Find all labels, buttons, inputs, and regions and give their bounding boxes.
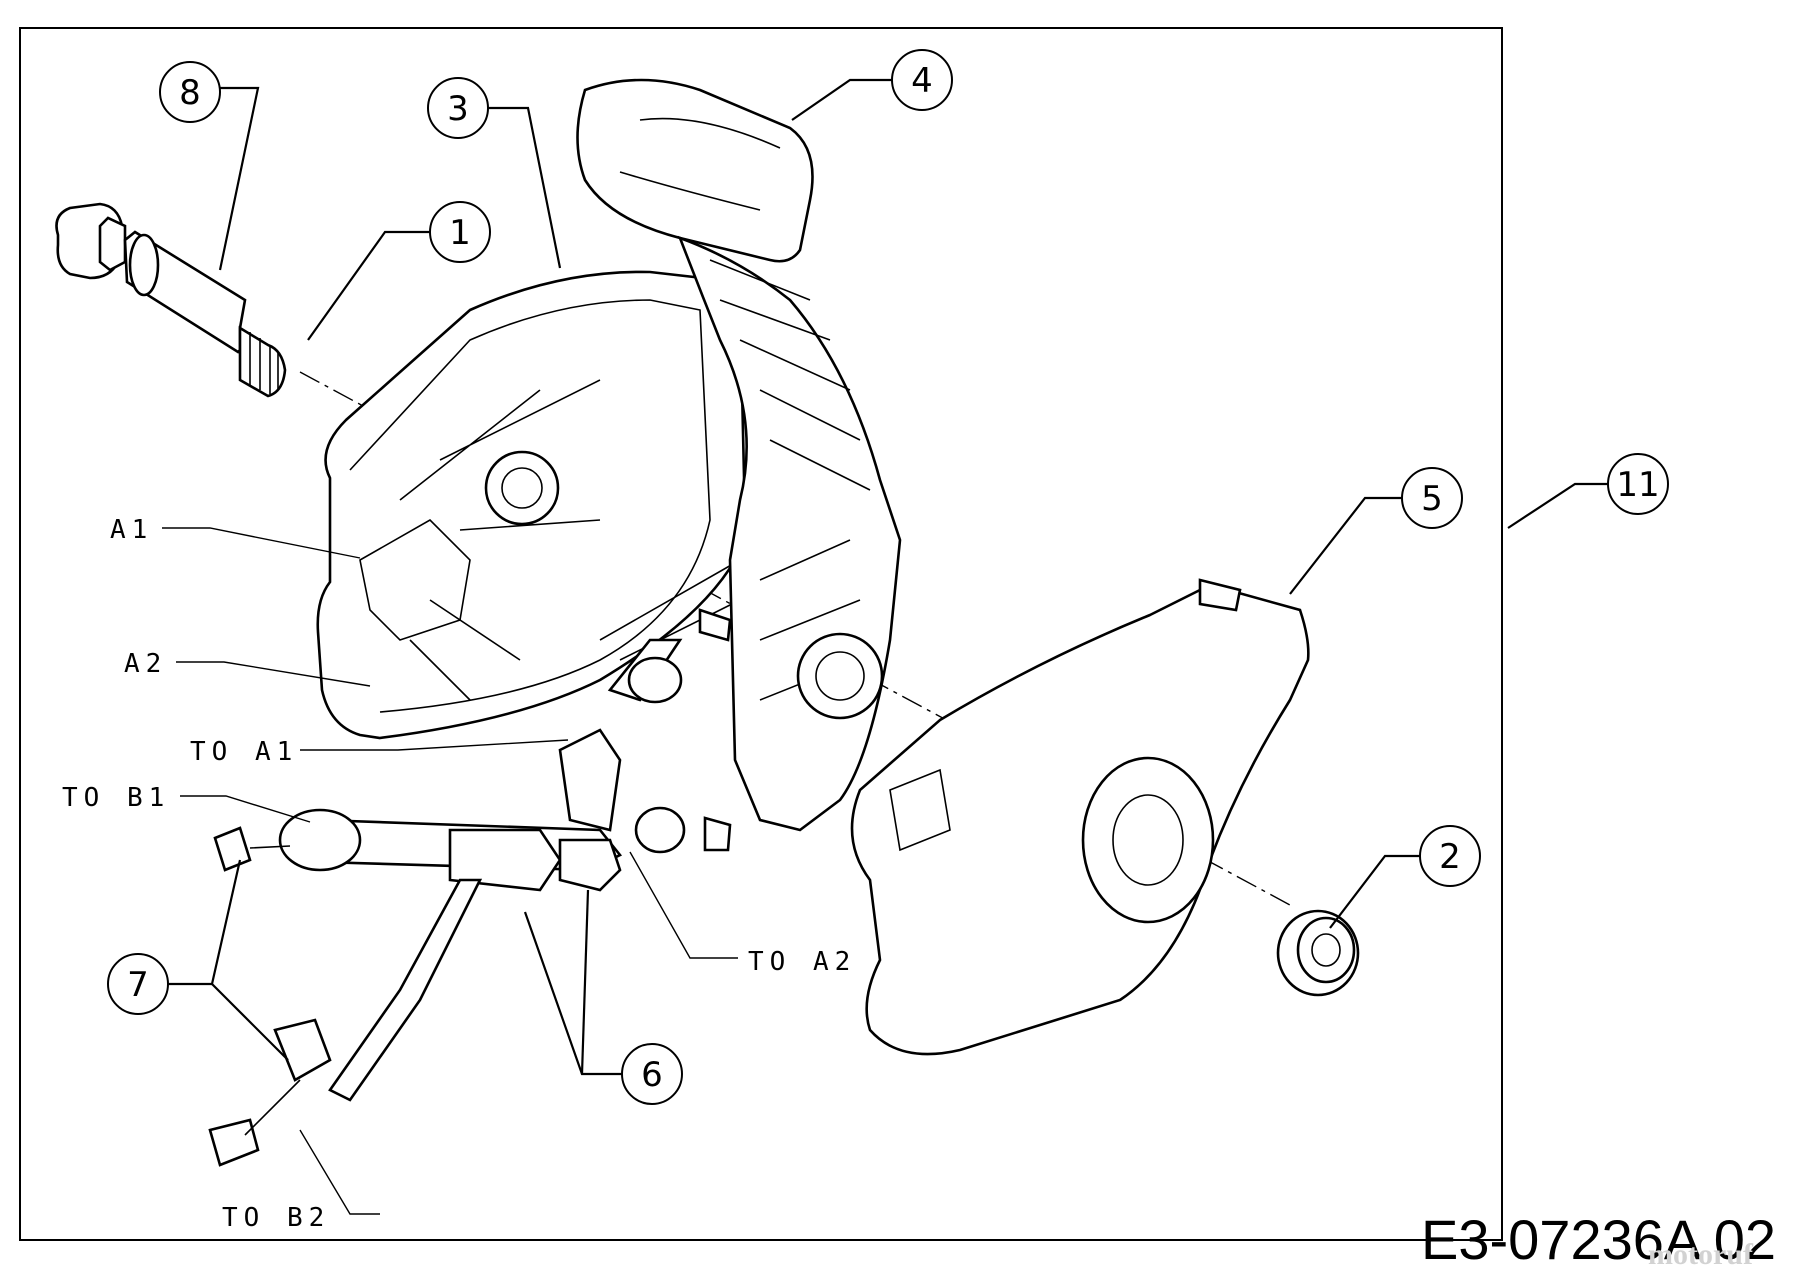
label-to-a1-text: TO A1: [190, 737, 298, 767]
callout-8: 8: [159, 61, 260, 271]
callout-5: 5: [1289, 467, 1463, 595]
callout-2-text: 2: [1439, 837, 1461, 877]
callout-4-text: 4: [911, 61, 933, 101]
label-a2-text: A2: [124, 649, 167, 679]
watermark: motoruf: [1648, 1238, 1753, 1271]
label-a2: A2: [124, 649, 371, 687]
callout-11: 11: [1507, 453, 1669, 529]
callout-11-text: 11: [1616, 465, 1659, 505]
drawing-number: E3-07236A 02: [1421, 1208, 1776, 1271]
part-housing-cover: [850, 578, 1310, 1056]
callout-5-text: 5: [1421, 479, 1443, 519]
label-to-b2-text: TO B2: [222, 1203, 330, 1233]
label-to-b1: TO B1: [62, 783, 311, 823]
part-shift-housing: [316, 270, 747, 740]
label-a1: A1: [110, 515, 361, 559]
part-flange-nut: [1276, 909, 1360, 997]
callout-1-text: 1: [449, 213, 471, 253]
label-to-a2: TO A2: [629, 851, 856, 977]
label-to-b1-text: TO B1: [62, 783, 170, 813]
callout-6: 6: [523, 889, 683, 1105]
callout-7-text: 7: [127, 965, 149, 1005]
callout-1: 1: [307, 201, 491, 341]
part-cable-assembly: [208, 608, 732, 1167]
callout-3: 3: [427, 77, 562, 269]
callout-4: 4: [791, 49, 953, 121]
diagram-frame: [19, 27, 1503, 1241]
callout-7: 7: [107, 859, 289, 1061]
callout-6-text: 6: [641, 1055, 663, 1095]
part-pivot-bolt: [55, 202, 287, 398]
part-shift-lever: [576, 78, 902, 832]
callout-3-text: 3: [447, 89, 469, 129]
label-to-b2: TO B2: [222, 1129, 380, 1233]
callout-8-text: 8: [179, 73, 201, 113]
callout-2: 2: [1329, 825, 1481, 929]
label-a1-text: A1: [110, 515, 153, 545]
label-to-a1: TO A1: [190, 737, 569, 767]
label-to-a2-text: TO A2: [748, 947, 856, 977]
